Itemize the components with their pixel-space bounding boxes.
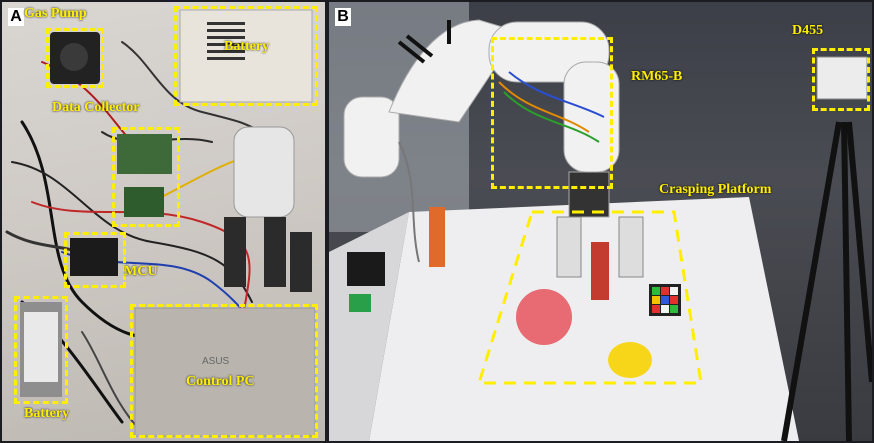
svg-text:ASUS: ASUS bbox=[202, 356, 230, 367]
battery-top-label: Battery bbox=[224, 39, 270, 54]
control-pc-box bbox=[130, 304, 318, 438]
panel-b: B RM65-B D455 Crasping Platform bbox=[329, 2, 872, 441]
mcu-box bbox=[64, 232, 126, 288]
panel-a-scene: ASUS bbox=[5, 9, 316, 437]
data-collector-box bbox=[112, 127, 180, 227]
platform-label: Crasping Platform bbox=[659, 182, 772, 197]
panel-a-label: A bbox=[8, 8, 24, 26]
gas-pump-box bbox=[46, 28, 104, 88]
data-collector-label: Data Collector bbox=[52, 100, 140, 115]
battery-bottom-box bbox=[14, 296, 68, 404]
platform-outline bbox=[476, 210, 703, 385]
panel-a: ASUS A Gas Pump Battery Data Collector M… bbox=[2, 2, 325, 441]
camera-box bbox=[812, 48, 870, 111]
battery-top-box bbox=[174, 6, 318, 106]
robot-arm-label: RM65-B bbox=[631, 69, 683, 84]
camera-label: D455 bbox=[792, 23, 824, 38]
gas-pump-label: Gas Pump bbox=[24, 6, 87, 21]
robot-arm-box bbox=[491, 37, 613, 189]
mcu-label: MCU bbox=[124, 264, 158, 279]
panel-b-scene bbox=[329, 2, 872, 441]
control-pc-label: Control PC bbox=[186, 374, 255, 389]
panel-b-label: B bbox=[335, 8, 351, 26]
battery-bottom-label: Battery bbox=[24, 406, 70, 421]
